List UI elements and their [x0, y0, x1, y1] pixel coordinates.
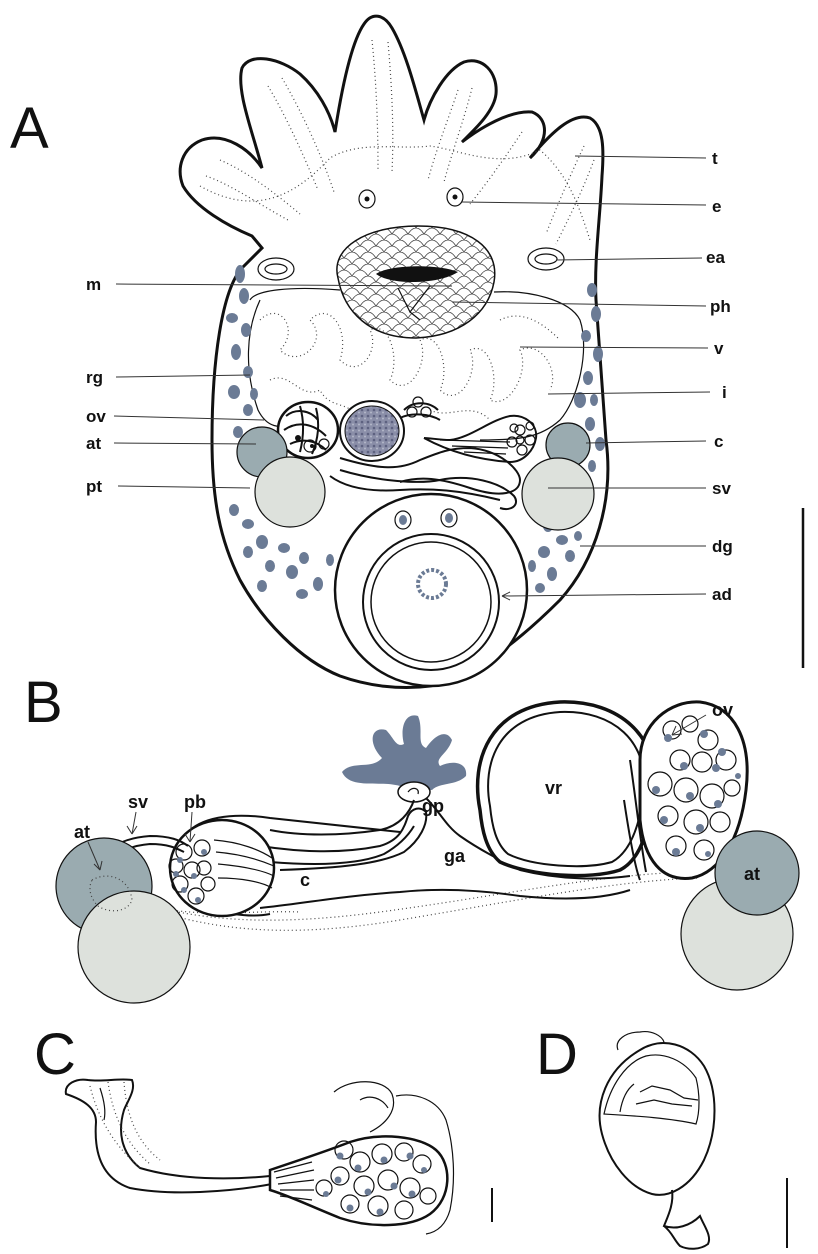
- label-a-m: m: [86, 275, 101, 294]
- label-a-i: i: [722, 383, 727, 402]
- label-a-sv: sv: [712, 479, 731, 498]
- label-a-ea: ea: [706, 248, 725, 267]
- label-a-t: t: [712, 149, 718, 168]
- panel-d: D: [536, 1022, 787, 1249]
- panel-c: C: [34, 1022, 492, 1234]
- tentacle-lines: [206, 40, 594, 244]
- gonopore-flower: [342, 715, 466, 790]
- panel-a: A: [10, 16, 803, 687]
- panel-b: B: [24, 670, 799, 1003]
- label-a-v: v: [714, 339, 724, 358]
- bulb-c: [270, 1082, 453, 1234]
- posterior-testis-right-a: [522, 458, 594, 530]
- label-b-pb: pb: [184, 792, 206, 812]
- label-b-ga: ga: [444, 846, 466, 866]
- label-b-sv: sv: [128, 792, 148, 812]
- label-b-at-left: at: [74, 822, 90, 842]
- eyes-a: [359, 188, 463, 208]
- label-b-vr: vr: [545, 778, 562, 798]
- label-b-gp: gp: [422, 796, 444, 816]
- cirrus-tube-c: [66, 1079, 272, 1192]
- adhesive-disc: [335, 494, 527, 686]
- posterior-left-b: [78, 891, 190, 1003]
- label-a-c: c: [714, 432, 723, 451]
- label-a-ph: ph: [710, 297, 731, 316]
- label-a-at: at: [86, 434, 101, 453]
- cop-bulb-a: [424, 416, 536, 462]
- label-b-at-right: at: [744, 864, 760, 884]
- panel-label-b: B: [24, 670, 63, 735]
- cirrus-b: [260, 809, 426, 870]
- label-a-rg: rg: [86, 368, 103, 387]
- capsule-d: [600, 1032, 715, 1249]
- label-a-dg: dg: [712, 537, 733, 556]
- bursa-a: [340, 401, 404, 461]
- label-b-c: c: [300, 870, 310, 890]
- vr-organ: [478, 702, 655, 876]
- panel-label-d: D: [536, 1022, 578, 1087]
- label-a-pt: pt: [86, 477, 102, 496]
- panel-label-a: A: [10, 96, 49, 161]
- label-a-ad: ad: [712, 585, 732, 604]
- label-a-ov: ov: [86, 407, 106, 426]
- posterior-testis-left-a: [255, 457, 325, 527]
- panel-label-c: C: [34, 1022, 76, 1087]
- pharynx: [337, 226, 495, 338]
- label-a-e: e: [712, 197, 721, 216]
- label-b-ov: ov: [712, 700, 733, 720]
